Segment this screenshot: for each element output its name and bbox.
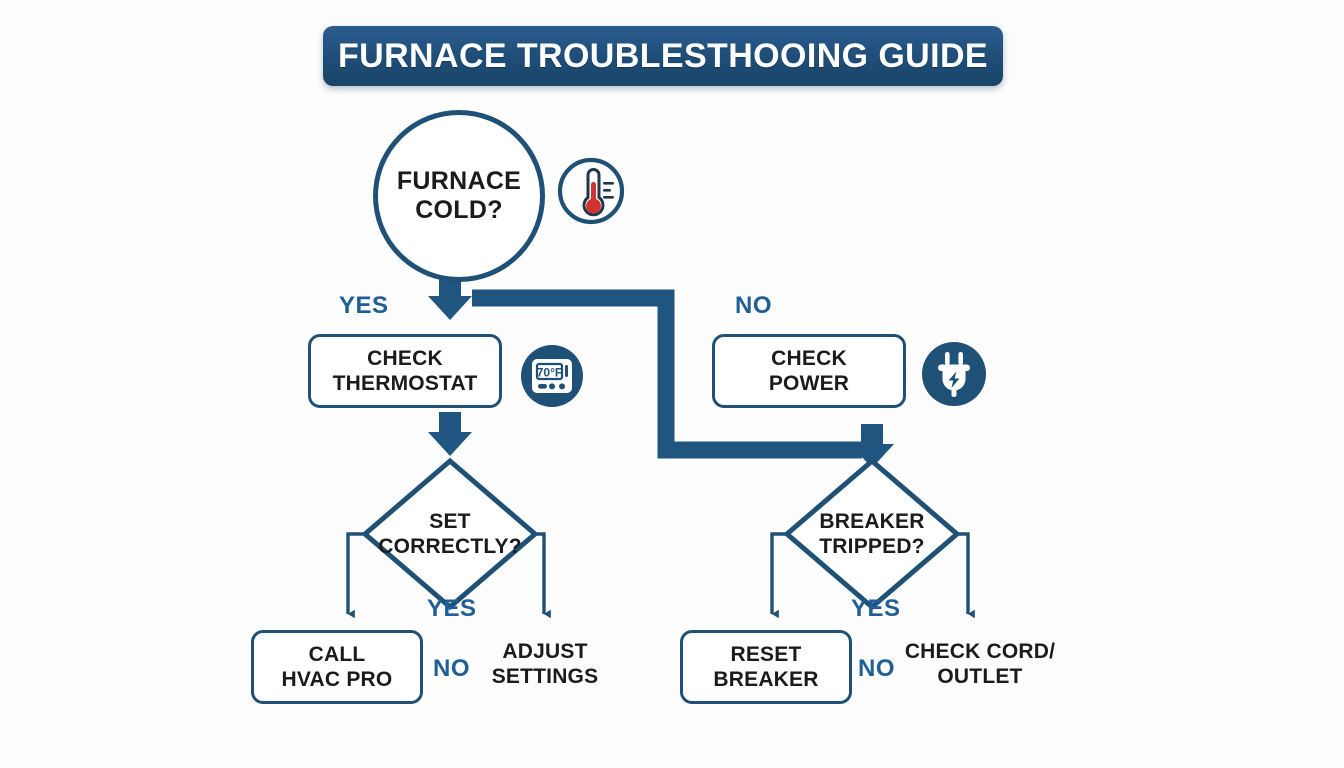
node-check-cord-outlet-label: CHECK CORD/ OUTLET: [904, 639, 1056, 688]
node-furnace-cold[interactable]: FURNACE COLD?: [373, 110, 545, 282]
edge-label-set-correctly-yes: YES: [427, 595, 477, 622]
node-reset-breaker[interactable]: RESET BREAKER: [680, 630, 852, 704]
diamond-shape-breaker-tripped: [783, 457, 961, 611]
node-set-correctly-label: SET CORRECTLY?: [378, 509, 522, 558]
node-call-hvac-pro[interactable]: CALL HVAC PRO: [251, 630, 423, 704]
page-title-banner: FURNACE TROUBLESTHOOING GUIDE: [323, 26, 1003, 86]
power-plug-icon: [920, 340, 988, 408]
node-set-correctly[interactable]: SET CORRECTLY?: [360, 456, 540, 612]
page-title: FURNACE TROUBLESTHOOING GUIDE: [337, 36, 989, 75]
node-call-hvac-pro-label: CALL HVAC PRO: [281, 642, 393, 691]
diamond-shape-set-correctly: [361, 457, 539, 611]
node-check-power-label: CHECK POWER: [768, 346, 850, 395]
node-check-thermostat[interactable]: CHECK THERMOSTAT: [308, 334, 502, 408]
node-adjust-settings[interactable]: ADJUST SETTINGS: [470, 630, 620, 698]
thermostat-reading: 70°F: [537, 366, 562, 380]
node-check-power[interactable]: CHECK POWER: [712, 334, 906, 408]
node-adjust-settings-label: ADJUST SETTINGS: [491, 639, 599, 688]
edge-label-breaker-tripped-no: NO: [858, 655, 895, 682]
edge-label-no-top: NO: [735, 292, 772, 319]
node-check-thermostat-label: CHECK THERMOSTAT: [332, 346, 478, 395]
node-reset-breaker-label: RESET BREAKER: [713, 642, 819, 691]
edge-label-yes-top: YES: [339, 292, 389, 319]
thermometer-icon: [555, 155, 627, 227]
node-furnace-cold-label: FURNACE COLD?: [396, 167, 522, 224]
edge-check-thermostat-to-set-correctly: [428, 412, 472, 456]
thermostat-icon: 70°F: [519, 343, 585, 409]
edge-label-set-correctly-no: NO: [433, 655, 470, 682]
node-breaker-tripped-label: BREAKER TRIPPED?: [819, 509, 925, 558]
node-breaker-tripped[interactable]: BREAKER TRIPPED?: [782, 456, 962, 612]
edge-label-breaker-tripped-yes: YES: [851, 595, 901, 622]
node-check-cord-outlet[interactable]: CHECK CORD/ OUTLET: [895, 630, 1065, 698]
edge-start-to-check-thermostat: [428, 276, 472, 320]
